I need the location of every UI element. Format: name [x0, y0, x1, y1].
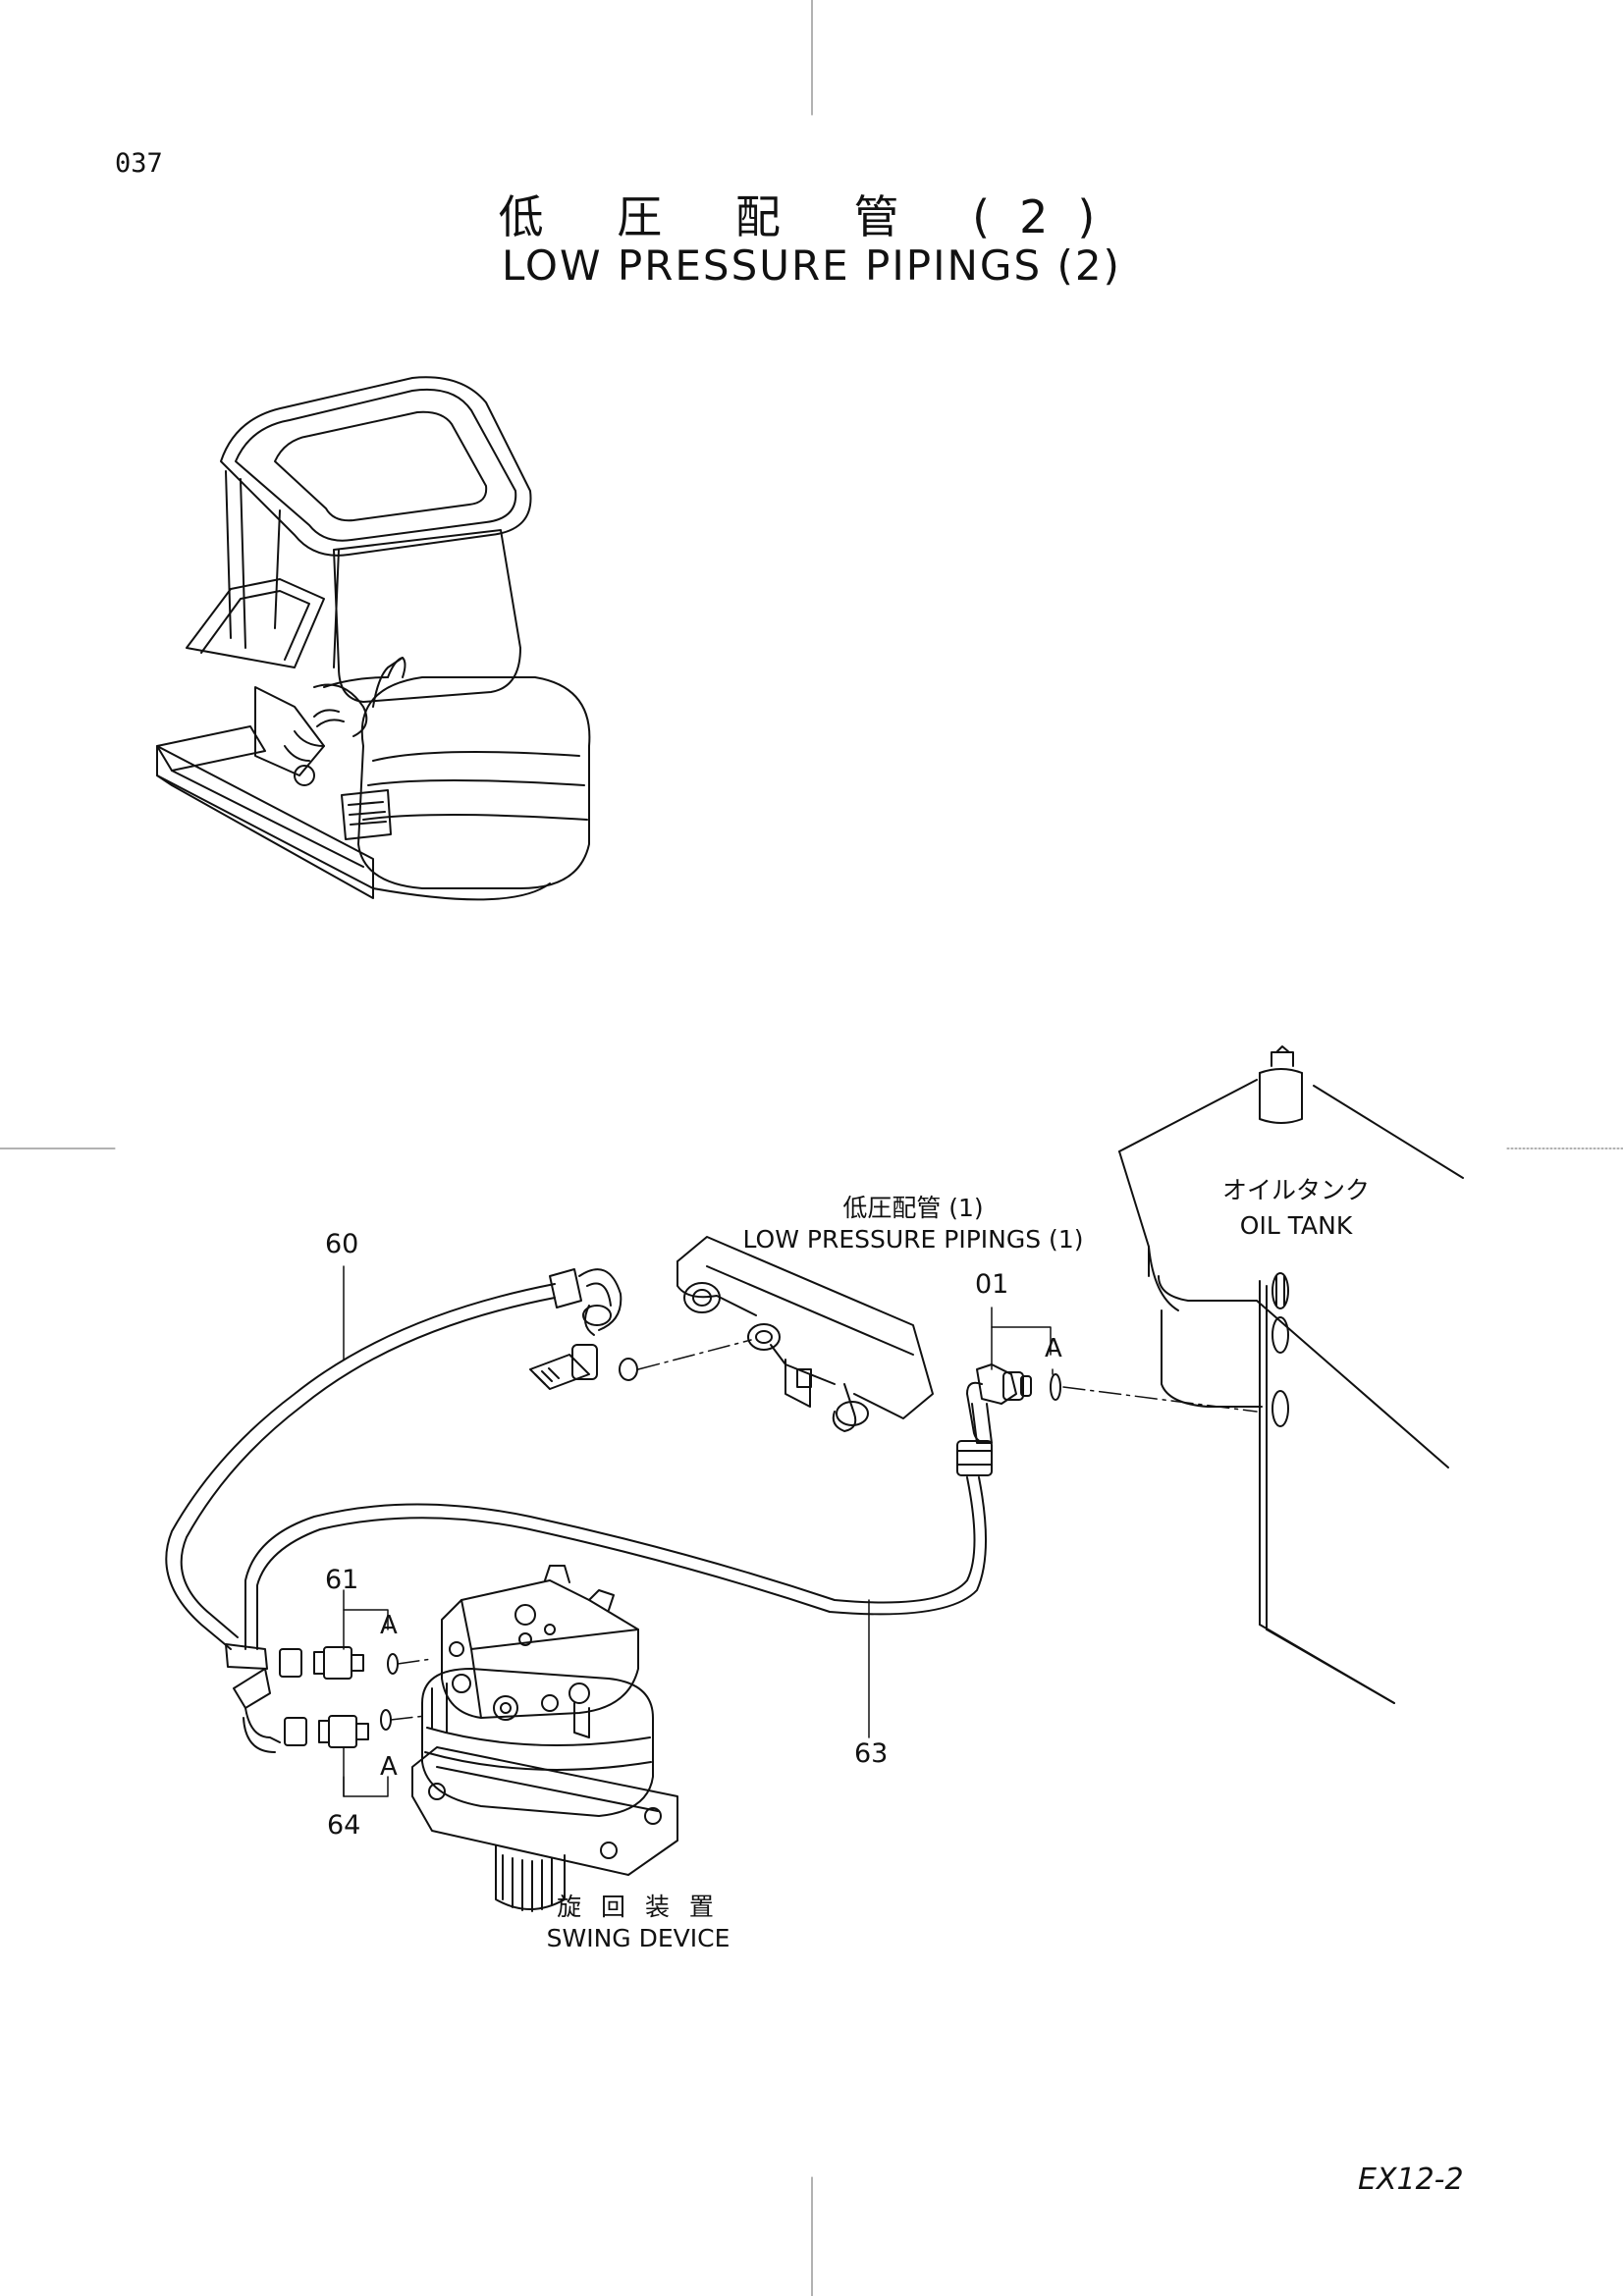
detail-marker-a-64: A — [380, 1752, 398, 1782]
overview-machine-illustration — [156, 376, 591, 901]
part-number-61: 61 — [325, 1565, 359, 1595]
assembly-centerlines — [390, 1339, 1258, 1721]
leader-lines — [343, 1265, 1054, 1797]
o-ring-01 — [1050, 1373, 1061, 1401]
low-pressure-block — [676, 1236, 934, 1432]
swing-device-label-jp: 旋 回 装 置 — [557, 1893, 720, 1921]
swing-device-label-en: SWING DEVICE — [546, 1924, 730, 1952]
document-code: EX12-2 — [1358, 2163, 1464, 2197]
page-number: 037 — [115, 148, 163, 179]
detail-marker-a-01: A — [1045, 1334, 1062, 1363]
part-number-63: 63 — [854, 1738, 889, 1769]
swing-device-drawing — [411, 1565, 678, 1912]
oil-tank-label-jp: オイルタンク — [1221, 1176, 1370, 1204]
o-ring-block — [619, 1358, 638, 1381]
fittings-left — [225, 1643, 399, 1753]
ref-label-jp: 低圧配管 (1) — [842, 1194, 984, 1222]
oil-tank-label-en: OIL TANK — [1239, 1211, 1353, 1240]
part-number-01: 01 — [975, 1269, 1009, 1300]
oil-tank-drawing — [1118, 1045, 1464, 1704]
detail-marker-a-61: A — [380, 1611, 398, 1640]
o-ring-61 — [387, 1653, 399, 1675]
elbow-fitting-01 — [966, 1363, 1061, 1444]
part-number-64: 64 — [327, 1810, 361, 1841]
part-number-60: 60 — [325, 1229, 359, 1259]
page-title: LOW PRESSURE PIPINGS (2) — [502, 241, 1121, 290]
hose-63 — [244, 1440, 993, 1650]
page-title-japanese: 低 圧 配 管 (2) — [498, 190, 1125, 243]
hose-60 — [165, 1268, 622, 1650]
ref-label-en: LOW PRESSURE PIPINGS (1) — [742, 1225, 1084, 1254]
hose-end-fitting — [529, 1305, 638, 1390]
o-ring-64 — [380, 1709, 392, 1731]
